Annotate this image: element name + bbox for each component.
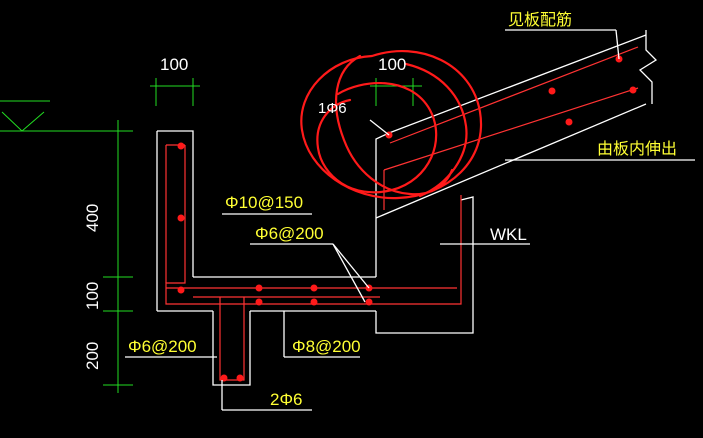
rebar-dot xyxy=(177,286,185,294)
label-wkl: WKL xyxy=(490,225,527,244)
rebar-dot xyxy=(177,142,185,150)
rebar-dot xyxy=(565,118,573,126)
level-symbol xyxy=(0,100,103,132)
dim-100-top-left: 100 xyxy=(160,55,188,74)
label-from-slab-extend: 由板内伸出 xyxy=(597,140,677,158)
label-see-slab-rebar: 见板配筋 xyxy=(508,11,572,29)
rebar-dot xyxy=(365,298,373,306)
rebar-dot xyxy=(310,284,318,292)
rebar-dot xyxy=(255,284,263,292)
rebar-dot xyxy=(255,298,263,306)
label-2phi6: 2Φ6 xyxy=(270,390,302,409)
dim-100-top-right: 100 xyxy=(378,55,406,74)
dim-400: 400 xyxy=(83,204,102,232)
concrete-outline xyxy=(156,30,658,386)
rebar-dot xyxy=(548,87,556,95)
label-1phi6: 1Φ6 xyxy=(318,100,347,117)
dim-100-mid: 100 xyxy=(83,282,102,310)
label-phi6-200-left: Φ6@200 xyxy=(128,337,197,356)
label-phi6-200-right: Φ6@200 xyxy=(255,224,324,243)
top-dimension-left xyxy=(150,78,200,106)
vertical-dimension-chain xyxy=(103,120,133,393)
label-phi10-150: Φ10@150 xyxy=(225,193,303,212)
rebar-dot xyxy=(236,374,244,382)
leader-lines xyxy=(125,29,695,411)
freehand-circle-annotation xyxy=(300,50,483,200)
rebar-dot xyxy=(177,214,185,222)
label-phi8-200: Φ8@200 xyxy=(292,337,361,356)
rebar-dot xyxy=(629,86,637,94)
rebar-dot xyxy=(310,298,318,306)
dim-200: 200 xyxy=(83,342,102,370)
rebar-dot xyxy=(220,374,228,382)
